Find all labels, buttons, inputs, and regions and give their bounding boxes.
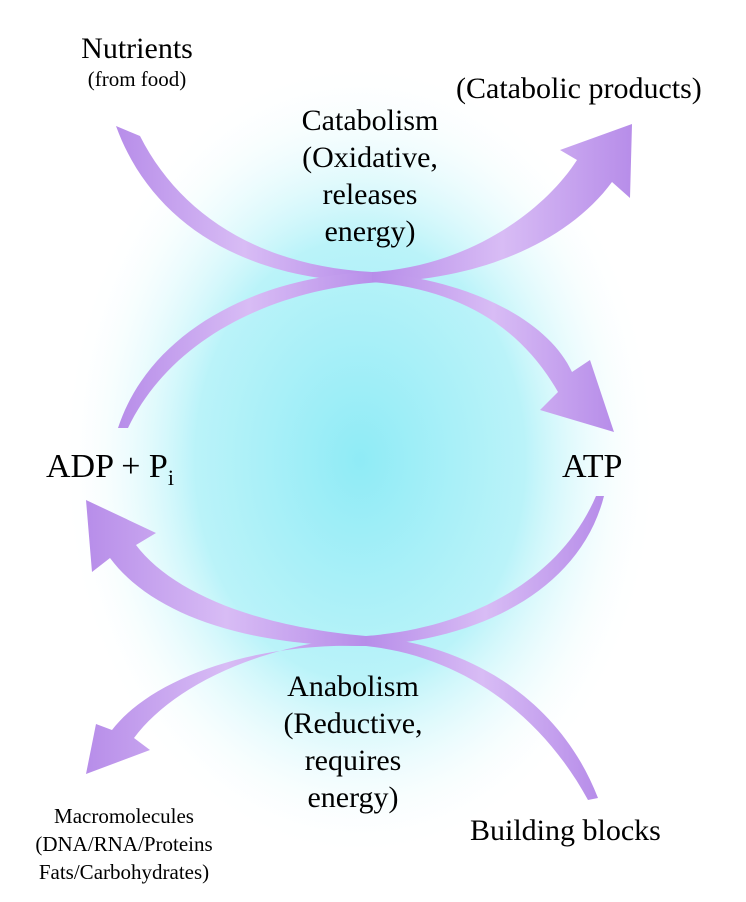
anabolism-desc-1: (Reductive,: [283, 707, 423, 740]
nutrients-source-label: (from food): [87, 67, 187, 91]
catabolism-label: Catabolism (Oxidative, releases energy): [265, 102, 475, 250]
catabolism-arrow-upper-left-tail: [116, 126, 372, 282]
catabolism-desc-3: energy): [324, 215, 416, 248]
building-blocks-label: Building blocks: [470, 814, 661, 847]
energy-glow: [60, 60, 660, 860]
macromolecules-title: Macromolecules: [54, 804, 194, 828]
catabolism-desc-1: (Oxidative,: [302, 141, 438, 174]
anabolism-arrow-from-atp: [366, 496, 604, 646]
anabolism-title: Anabolism: [287, 670, 419, 703]
macromolecules-examples-1: (DNA/RNA/Proteins: [35, 832, 213, 856]
catabolism-arrow-to-catabolic-products: [372, 124, 632, 282]
catabolic-products-label: (Catabolic products): [456, 72, 702, 105]
catabolism-arrow-lower-left: [118, 272, 380, 428]
catabolism-desc-2: releases: [322, 178, 418, 211]
anabolism-arrow-to-adp: [86, 500, 366, 646]
anabolism-arrow-to-macromolecules: [86, 636, 366, 774]
anabolism-desc-2: requires: [304, 744, 402, 777]
catabolism-title: Catabolism: [301, 104, 439, 137]
adp-subscript: i: [167, 465, 174, 490]
adp-label: ADP + Pi: [46, 448, 174, 491]
macromolecules-examples-2: Fats/Carbohydrates): [38, 860, 210, 884]
adp-main-text: ADP + P: [46, 448, 168, 485]
anabolism-desc-3: energy): [307, 781, 399, 814]
anabolism-arrow-from-building-blocks: [366, 636, 598, 800]
atp-label: ATP: [562, 448, 623, 485]
anabolism-label: Anabolism (Reductive, requires energy): [248, 668, 458, 816]
nutrients-label: Nutrients: [81, 32, 193, 65]
macromolecules-label: Macromolecules (DNA/RNA/Proteins Fats/Ca…: [8, 802, 240, 886]
catabolism-arrow-to-atp: [372, 272, 614, 432]
